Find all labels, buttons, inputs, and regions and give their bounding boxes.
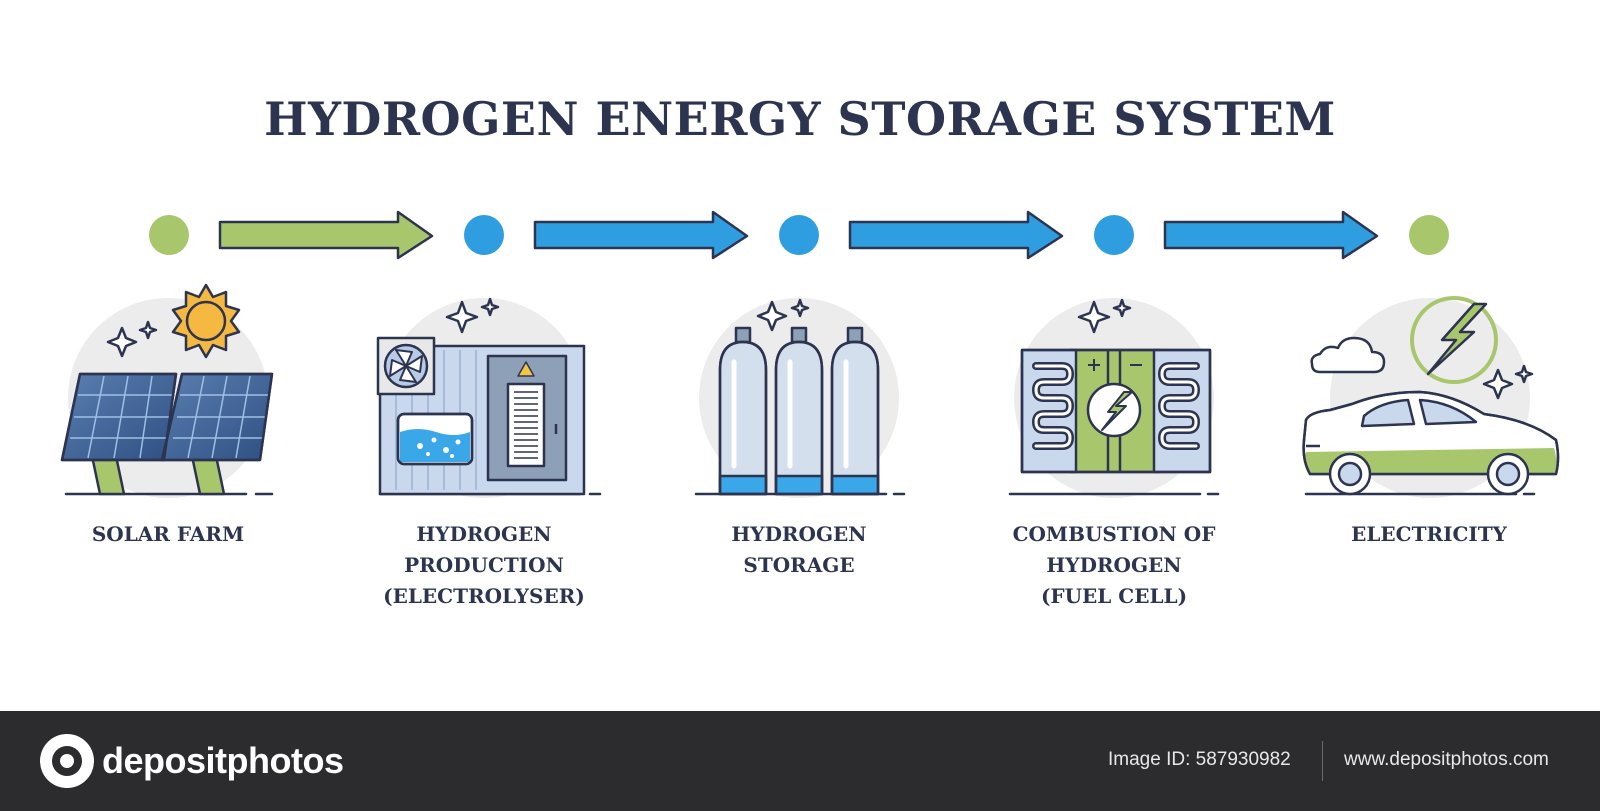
flow-dot-fuel-cell	[1094, 215, 1134, 255]
flow-arrow-1	[218, 210, 434, 260]
sparkle-icon	[138, 320, 158, 340]
sparkle-icon	[756, 300, 788, 332]
brand-name: depositphotos	[102, 740, 344, 781]
sparkle-icon	[790, 298, 810, 318]
solar-panel-icon	[60, 283, 274, 496]
fuel-cell-icon	[1020, 298, 1212, 474]
sparkle-icon	[106, 326, 138, 358]
diagram-title: HYDROGEN ENERGY STORAGE SYSTEM	[264, 92, 1336, 146]
step-label-line: HYDROGEN	[416, 522, 552, 546]
flow-dot-solar	[149, 215, 189, 255]
flow-dot-storage	[779, 215, 819, 255]
step-label-line: STORAGE	[743, 553, 855, 577]
step-label-line: COMBUSTION OF	[1012, 522, 1216, 546]
sparkle-icon	[445, 300, 479, 334]
sparkle-icon	[1482, 368, 1514, 400]
flow-arrow-3	[848, 210, 1064, 260]
flow-dot-production	[464, 215, 504, 255]
step-label-line: (ELECTROLYSER)	[383, 584, 585, 608]
watermark-footer: depositphotos Image ID: 587930982 www.de…	[0, 711, 1600, 811]
step-label-combustion: COMBUSTION OF HYDROGEN (FUEL CELL)	[984, 519, 1244, 612]
sparkle-icon	[1514, 364, 1534, 384]
image-id: Image ID: 587930982	[1108, 749, 1291, 770]
electric-car-icon	[1302, 296, 1560, 496]
warning-icon	[517, 361, 535, 377]
plus-icon	[1088, 359, 1100, 371]
footer-divider	[1322, 741, 1323, 781]
site-link[interactable]: www.depositphotos.com	[1344, 749, 1549, 770]
step-label-line: HYDROGEN	[731, 522, 867, 546]
electrolyser-icon	[376, 297, 586, 496]
lightning-icon	[1426, 302, 1488, 376]
step-label-line: PRODUCTION	[404, 553, 564, 577]
flow-dot-electricity	[1409, 215, 1449, 255]
cloud-icon	[1310, 336, 1386, 374]
sparkle-icon	[1112, 298, 1132, 318]
camera-icon	[40, 734, 94, 788]
gas-cylinders-icon	[718, 298, 880, 496]
step-label-line: SOLAR FARM	[91, 522, 245, 546]
lightning-icon	[1101, 391, 1133, 431]
step-label-hydrogen-storage: HYDROGEN STORAGE	[669, 519, 929, 581]
sparkle-icon	[1077, 300, 1111, 334]
step-label-line: HYDROGEN	[1046, 553, 1182, 577]
step-label-hydrogen-production: HYDROGEN PRODUCTION (ELECTROLYSER)	[354, 519, 614, 612]
step-label-solar-farm: SOLAR FARM	[38, 519, 298, 550]
flow-arrow-2	[533, 210, 749, 260]
sun-icon	[171, 283, 241, 359]
step-label-line: (FUEL CELL)	[1040, 584, 1188, 608]
diagram-canvas	[60, 210, 1560, 498]
brand-logo[interactable]: depositphotos	[40, 733, 344, 789]
sparkle-icon	[480, 297, 500, 317]
flow-arrow-4	[1163, 210, 1379, 260]
step-label-electricity: ELECTRICITY	[1299, 519, 1559, 550]
step-label-line: ELECTRICITY	[1351, 522, 1507, 546]
